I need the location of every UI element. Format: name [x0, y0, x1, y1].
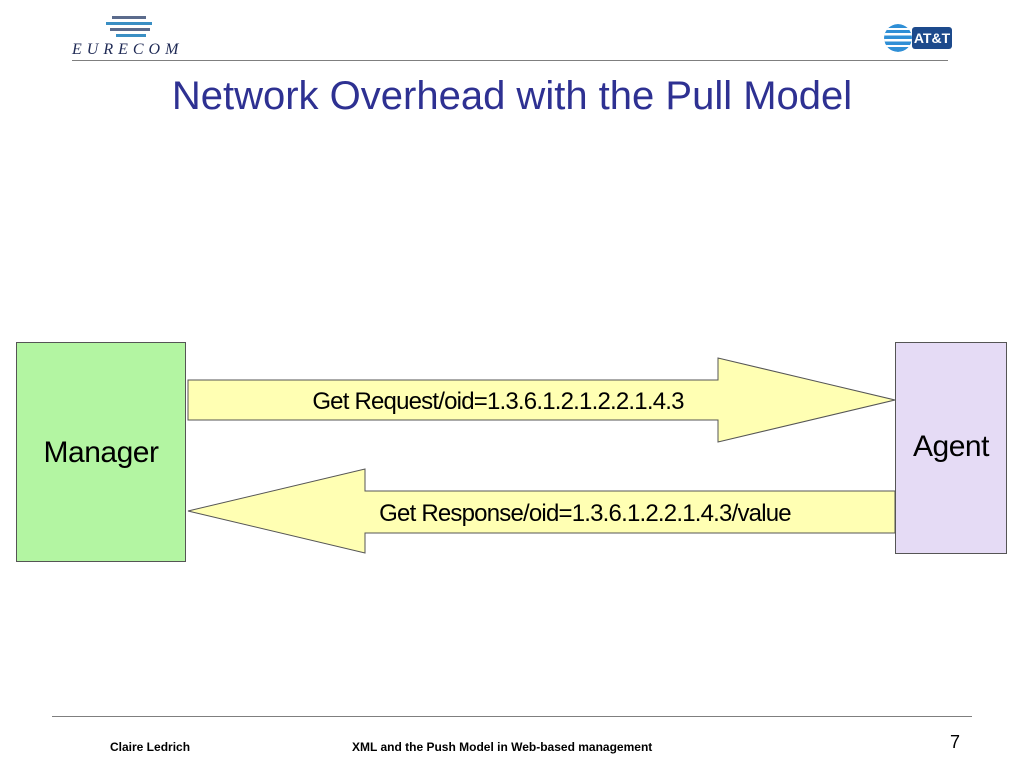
att-logo-text: AT&T — [912, 27, 952, 49]
eurecom-logo-text: EURECOM — [72, 41, 184, 58]
response-arrow-label: Get Response/oid=1.3.6.1.2.2.1.4.3/value — [379, 500, 791, 527]
request-arrow — [187, 357, 896, 443]
footer-author: Claire Ledrich — [110, 740, 191, 754]
att-logo: AT&T — [884, 24, 954, 54]
manager-box — [16, 342, 186, 562]
footer-presentation-title: XML and the Push Model in Web-based mana… — [352, 740, 653, 754]
eurecom-bars-icon — [106, 16, 152, 37]
slide-title: Network Overhead with the Pull Model — [171, 74, 853, 118]
request-arrow-label: Get Request/oid=1.3.6.1.2.1.2.2.1.4.3 — [312, 388, 684, 415]
agent-box — [895, 342, 1007, 554]
pull-model-diagram: Manager Agent Get Request/oid=1.3.6.1.2.… — [0, 330, 1024, 580]
agent-label: Agent — [913, 430, 989, 463]
response-arrow — [187, 468, 896, 554]
page-number: 7 — [950, 732, 961, 752]
eurecom-logo: EURECOM — [72, 14, 202, 62]
arrows-layer — [187, 357, 896, 554]
manager-label: Manager — [43, 436, 159, 469]
header-divider — [72, 60, 948, 61]
att-globe-icon — [884, 24, 912, 52]
footer-divider — [52, 716, 972, 717]
